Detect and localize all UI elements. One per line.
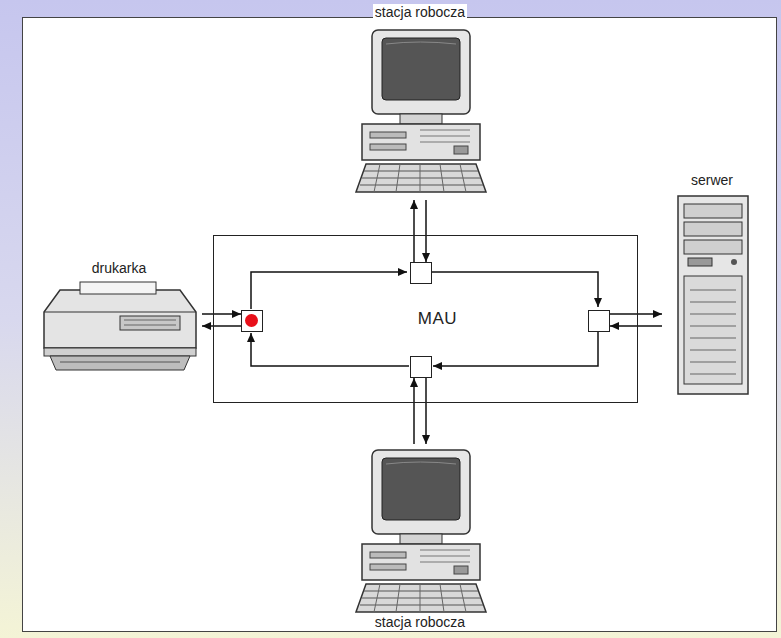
mau-box: MAU (213, 235, 638, 403)
device-label: stacja robocza (373, 614, 467, 630)
port-square (241, 310, 263, 332)
server-picture (678, 196, 748, 394)
link-arrow (202, 313, 241, 315)
link-arrow (425, 200, 427, 262)
link-arrow (610, 313, 662, 315)
server-node: serwer (662, 172, 762, 398)
workstation-node: stacja robocza (345, 444, 495, 630)
link-arrow (202, 325, 241, 327)
link-arrow (610, 325, 662, 327)
workstation-picture (356, 450, 486, 612)
workstation-picture (356, 30, 486, 192)
port-square (410, 356, 432, 378)
printer-node: drukarka (36, 260, 202, 372)
port-square (410, 262, 432, 284)
workstation-node: stacja robocza (345, 4, 495, 200)
device-label: drukarka (90, 260, 148, 276)
device-label: stacja robocza (373, 4, 467, 20)
marker-dot (245, 314, 258, 327)
box-title: MAU (416, 311, 459, 327)
device-label: serwer (689, 172, 735, 188)
printer-picture (44, 282, 196, 370)
port-square (588, 310, 610, 332)
link-arrow (413, 200, 415, 262)
link-arrow (425, 378, 427, 444)
link-arrow (413, 378, 415, 444)
ring-path (251, 272, 598, 366)
